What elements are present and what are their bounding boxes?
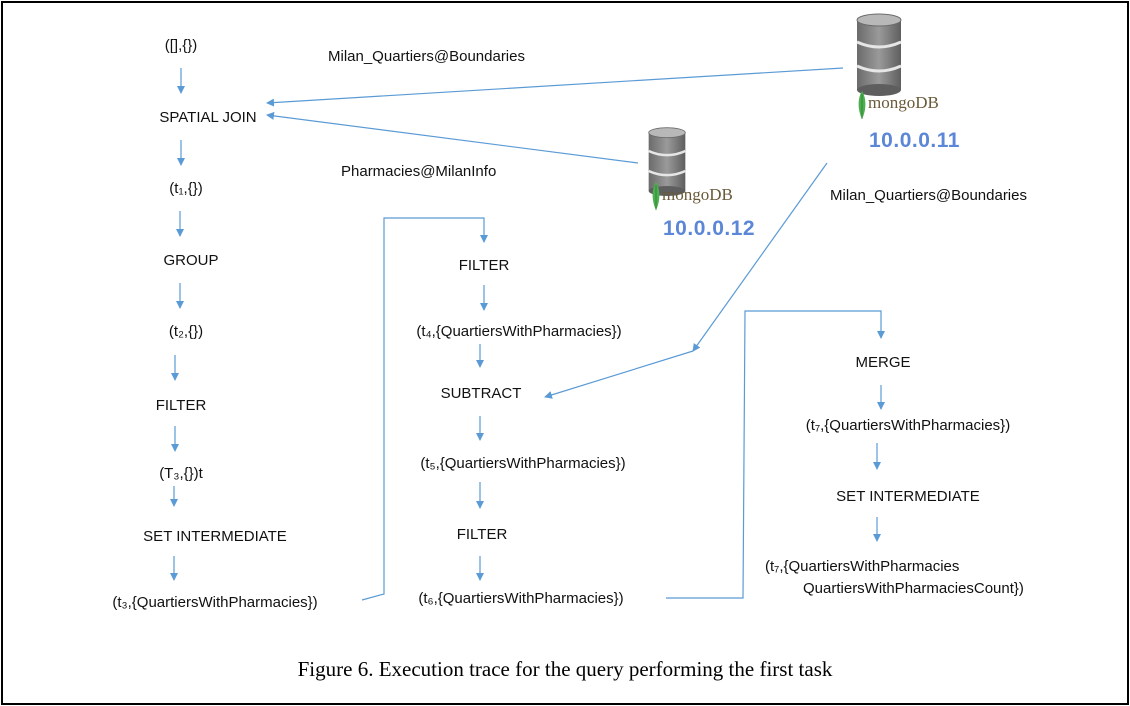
edge-db1-to-spatial-join bbox=[266, 67, 844, 107]
node-c1-t2: (t₂,{}) bbox=[168, 323, 204, 340]
edge-c1-to-c2 bbox=[361, 217, 488, 601]
figure-caption: Figure 6. Execution trace for the query … bbox=[297, 657, 833, 681]
node-c1-spatial-join: SPATIAL JOIN bbox=[159, 109, 257, 126]
node-c3-t7: (t₇,{QuartiersWithPharmacies}) bbox=[805, 417, 1011, 434]
node-c1-t1: (t₁,{}) bbox=[169, 180, 203, 197]
node-c3-t7-final-line2: QuartiersWithPharmaciesCount}) bbox=[803, 580, 1024, 597]
mongodb-leaf-icon-2 bbox=[652, 182, 660, 210]
node-c2-filter-2: FILTER bbox=[456, 526, 508, 543]
node-c2-t6: (t₆,{QuartiersWithPharmacies}) bbox=[418, 590, 624, 607]
db1-ip: 10.0.0.11 bbox=[869, 129, 960, 152]
edge-label-boundaries-right: Milan_Quartiers@Boundaries bbox=[830, 187, 1027, 204]
db1-brand: mongoDB bbox=[868, 93, 939, 112]
node-c2-filter: FILTER bbox=[458, 257, 510, 274]
edge-subtract-in bbox=[544, 350, 694, 399]
db2-ip: 10.0.0.12 bbox=[663, 217, 756, 240]
node-c1-group: GROUP bbox=[163, 252, 219, 269]
node-c2-t5: (t₅,{QuartiersWithPharmacies}) bbox=[420, 455, 626, 472]
database-icon-1 bbox=[856, 13, 902, 96]
edge-label-boundaries-top: Milan_Quartiers@Boundaries bbox=[328, 48, 525, 65]
node-c3-merge: MERGE bbox=[855, 354, 911, 371]
edge-db1-to-subtract bbox=[692, 162, 828, 352]
node-c1-t3-upper: (T₃,{})t bbox=[159, 465, 203, 482]
database-icon-2 bbox=[648, 127, 686, 196]
node-c1-t3: (t₃,{QuartiersWithPharmacies}) bbox=[112, 594, 318, 611]
mongodb-leaf-icon-1 bbox=[858, 91, 866, 119]
edge-db2-to-spatial-join bbox=[266, 111, 639, 164]
node-c1-initial: ([],{}) bbox=[164, 37, 198, 54]
edge-c2-to-c3 bbox=[666, 310, 885, 599]
node-c1-set-intermediate: SET INTERMEDIATE bbox=[143, 528, 287, 545]
node-c3-set-intermediate: SET INTERMEDIATE bbox=[836, 488, 980, 505]
node-c1-filter: FILTER bbox=[155, 397, 207, 414]
edge-label-pharmacies: Pharmacies@MilanInfo bbox=[341, 163, 497, 180]
node-c2-t4: (t₄,{QuartiersWithPharmacies}) bbox=[416, 323, 622, 340]
node-c3-t7-final-line1: (t₇,{QuartiersWithPharmacies bbox=[765, 558, 960, 575]
node-c2-subtract: SUBTRACT bbox=[440, 385, 522, 402]
db2-brand: mongoDB bbox=[662, 185, 733, 204]
